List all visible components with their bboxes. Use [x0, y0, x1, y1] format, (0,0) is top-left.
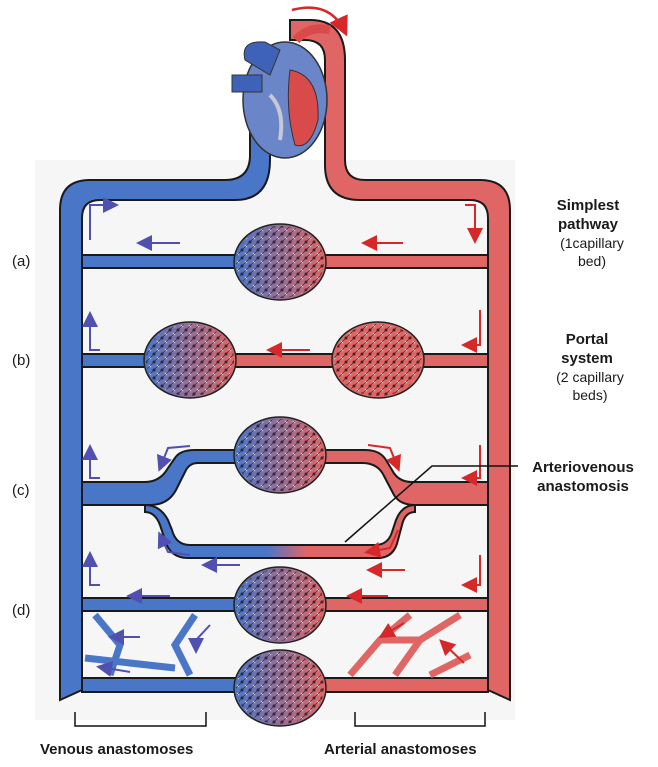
capillary-bed-d2 — [234, 650, 326, 726]
row-b-vessels — [82, 354, 488, 367]
arteriovenous-anastomosis-label: Arteriovenous anastomosis — [520, 458, 646, 496]
portal-system-subtitle: (2 capillary beds) — [545, 368, 635, 404]
portal-system-title: Portal system — [538, 330, 636, 368]
heart-icon — [232, 29, 330, 158]
capillary-bed-a — [234, 224, 326, 300]
arterial-anastomoses-label: Arterial anastomoses — [324, 741, 477, 758]
capillary-bed-b1 — [144, 322, 236, 398]
row-label-d: (d) — [12, 602, 30, 619]
simplest-pathway-title: Simplest pathway — [538, 196, 638, 234]
row-label-a: (a) — [12, 253, 30, 270]
capillary-bed-b2 — [332, 322, 424, 398]
row-label-b: (b) — [12, 352, 30, 369]
row-label-c: (c) — [12, 482, 30, 499]
capillary-bed-c — [234, 417, 326, 493]
simplest-pathway-subtitle: (1capillary bed) — [545, 234, 639, 270]
venous-anastomoses-label: Venous anastomoses — [40, 741, 193, 758]
capillary-bed-d1 — [234, 567, 326, 643]
